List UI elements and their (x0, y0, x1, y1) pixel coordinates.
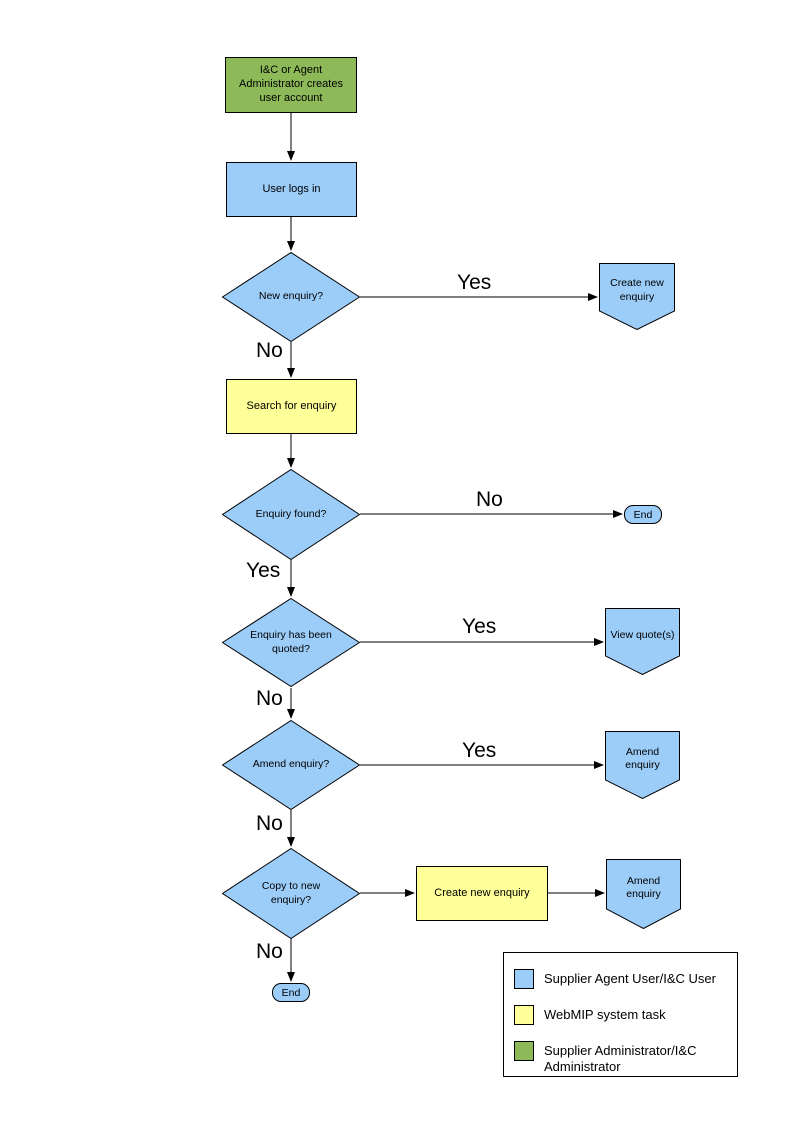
node-amend-enquiry-1: Amend enquiry (605, 731, 680, 799)
diamond-shape (222, 848, 360, 939)
node-label: Create new enquiry (610, 277, 664, 303)
decision-label: Amend enquiry? (252, 758, 330, 771)
decision-new-enquiry: New enquiry? (222, 252, 360, 342)
terminator-end-1: End (624, 505, 662, 524)
edge-label-yes-amend-enquiry: Yes (462, 739, 497, 762)
node-label: Amend enquiry (625, 745, 660, 771)
node-label: Amend enquiry (626, 874, 661, 900)
node-label: View quote(s) (610, 628, 675, 641)
diamond-shape (222, 469, 360, 560)
pentagon-shape (599, 263, 675, 330)
edge-label-yes-new-enquiry: Yes (457, 271, 492, 294)
edge-label-yes-enquiry-found: Yes (246, 559, 281, 582)
decision-label: Enquiry has been quoted? (250, 629, 332, 655)
edge-label-no-new-enquiry: No (256, 339, 283, 362)
legend-label-user: Supplier Agent User/I&C User (544, 971, 716, 986)
edge-label-no-copy-to-new: No (256, 940, 283, 963)
diamond-shape (222, 252, 360, 342)
decision-label: Enquiry found? (255, 507, 327, 520)
pentagon-shape (606, 859, 681, 929)
legend-item-user: Supplier Agent User/I&C User (514, 969, 729, 989)
node-user-logs-in: User logs in (226, 162, 357, 217)
diamond-shape (222, 720, 360, 810)
legend-item-system: WebMIP system task (514, 1005, 729, 1025)
edge-label-no-enquiry-quoted: No (256, 687, 283, 710)
decision-amend-enquiry: Amend enquiry? (222, 720, 360, 810)
node-view-quotes: View quote(s) (605, 608, 680, 675)
node-create-new-enquiry: Create new enquiry (599, 263, 675, 330)
edge-label-no-amend-enquiry: No (256, 812, 283, 835)
decision-enquiry-quoted: Enquiry has been quoted? (222, 598, 360, 687)
node-search-for-enquiry: Search for enquiry (226, 379, 357, 434)
node-admin-creates-account: I&C or Agent Administrator creates user … (225, 57, 357, 113)
decision-enquiry-found: Enquiry found? (222, 469, 360, 560)
legend-swatch-admin (514, 1041, 534, 1061)
legend-label-admin: Supplier Administrator/I&C Administrator (544, 1043, 697, 1074)
pentagon-shape (605, 608, 680, 675)
legend: Supplier Agent User/I&C User WebMIP syst… (503, 952, 738, 1077)
edge-label-yes-enquiry-quoted: Yes (462, 615, 497, 638)
decision-label: New enquiry? (258, 290, 324, 303)
pentagon-shape (605, 731, 680, 799)
decision-copy-to-new-enquiry: Copy to new enquiry? (222, 848, 360, 939)
legend-item-admin: Supplier Administrator/I&C Administrator (514, 1041, 729, 1074)
legend-label-system: WebMIP system task (544, 1007, 666, 1022)
diamond-shape (222, 598, 360, 687)
node-amend-enquiry-2: Amend enquiry (606, 859, 681, 929)
terminator-end-2: End (272, 983, 310, 1002)
legend-swatch-user (514, 969, 534, 989)
node-create-new-enquiry-2: Create new enquiry (416, 866, 548, 921)
legend-swatch-system (514, 1005, 534, 1025)
decision-label: Copy to new enquiry? (261, 880, 321, 906)
edge-label-no-enquiry-found: No (476, 488, 503, 511)
